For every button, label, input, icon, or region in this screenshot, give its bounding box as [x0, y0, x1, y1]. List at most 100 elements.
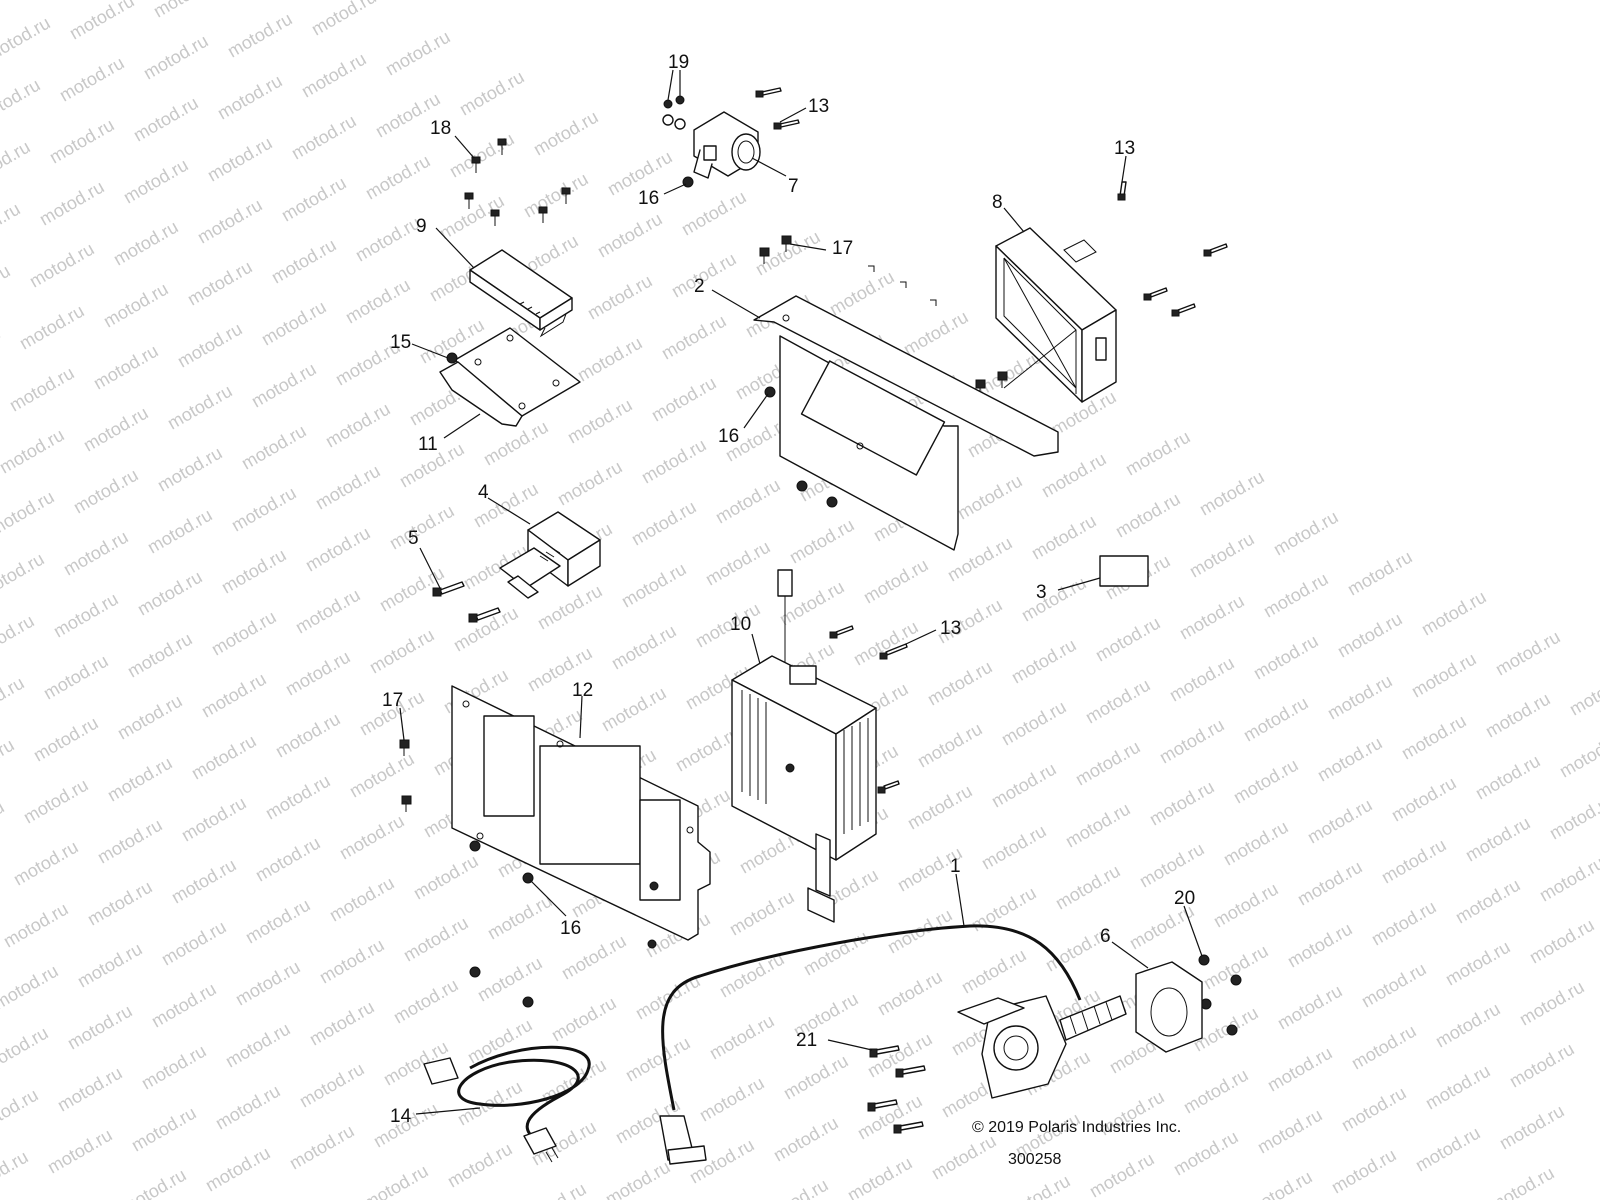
- watermark-text: motod.ru: [0, 323, 4, 376]
- watermark-text: motod.ru: [390, 975, 462, 1028]
- watermark-text: motod.ru: [124, 629, 196, 682]
- part-5-screws: [432, 581, 501, 623]
- watermark-text: motod.ru: [130, 93, 202, 146]
- watermark-text: motod.ru: [258, 297, 330, 350]
- watermark-text: motod.ru: [1536, 853, 1600, 906]
- watermark-text: motod.ru: [1122, 427, 1194, 480]
- callout-17-top: 17: [832, 238, 853, 259]
- watermark-text: motod.ru: [262, 771, 334, 824]
- watermark-text: motod.ru: [706, 1011, 778, 1064]
- watermark-text: motod.ru: [288, 111, 360, 164]
- watermark-text: motod.ru: [1328, 1145, 1400, 1198]
- watermark-text: motod.ru: [1472, 751, 1544, 804]
- watermark-text: motod.ru: [410, 851, 482, 904]
- watermark-text: motod.ru: [1270, 507, 1342, 560]
- watermark-text: motod.ru: [218, 545, 290, 598]
- watermark-text: motod.ru: [1250, 631, 1322, 684]
- watermark-text: motod.ru: [0, 797, 8, 850]
- watermark-text: motod.ru: [336, 811, 408, 864]
- watermark-text: motod.ru: [564, 395, 636, 448]
- watermark-text: motod.ru: [0, 899, 72, 952]
- watermark-text: motod.ru: [120, 155, 192, 208]
- watermark-text: motod.ru: [1284, 919, 1356, 972]
- callout-13-mid: 13: [940, 618, 961, 639]
- part-2-bracket-plate: [753, 265, 1059, 551]
- watermark-text: motod.ru: [1180, 1065, 1252, 1118]
- watermark-text: motod.ru: [302, 523, 374, 576]
- watermark-text: motod.ru: [0, 1023, 52, 1076]
- watermark-text: motod.ru: [860, 555, 932, 608]
- watermark-text: motod.ru: [1112, 489, 1184, 542]
- watermark-text: motod.ru: [228, 483, 300, 536]
- watermark-text: motod.ru: [56, 53, 128, 106]
- watermark-text: motod.ru: [0, 425, 68, 478]
- watermark-text: motod.ru: [308, 0, 380, 39]
- watermark-text: motod.ru: [1378, 835, 1450, 888]
- watermark-text: motod.ru: [1166, 653, 1238, 706]
- callout-19: 19: [668, 52, 689, 73]
- watermark-text: motod.ru: [0, 549, 48, 602]
- callout-3: 3: [1036, 582, 1047, 603]
- watermark-text: motod.ru: [168, 855, 240, 908]
- watermark-text: motod.ru: [26, 239, 98, 292]
- watermark-text: motod.ru: [1176, 591, 1248, 644]
- watermark-text: motod.ru: [366, 625, 438, 678]
- watermark-text: motod.ru: [84, 877, 156, 930]
- watermark-text: motod.ru: [292, 585, 364, 638]
- watermark-text: motod.ru: [204, 133, 276, 186]
- watermark-text: motod.ru: [128, 1103, 200, 1156]
- watermark-text: motod.ru: [1418, 587, 1490, 640]
- watermark-text: motod.ru: [574, 333, 646, 386]
- watermark-text: motod.ru: [134, 567, 206, 620]
- watermark-text: motod.ru: [74, 939, 146, 992]
- watermark-text: motod.ru: [658, 311, 730, 364]
- watermark-text: motod.ru: [554, 457, 626, 510]
- watermark-text: motod.ru: [1486, 1163, 1558, 1200]
- watermark-text: motod.ru: [1082, 675, 1154, 728]
- watermark-text: motod.ru: [164, 381, 236, 434]
- callout-16-low: 16: [560, 918, 581, 939]
- watermark-text: motod.ru: [10, 837, 82, 890]
- part-12-cover-plate: [451, 685, 711, 949]
- watermark-text: motod.ru: [1412, 1123, 1484, 1176]
- watermark-text: motod.ru: [800, 927, 872, 980]
- watermark-text: motod.ru: [618, 559, 690, 612]
- callout-1: 1: [950, 856, 961, 877]
- watermark-text: motod.ru: [208, 607, 280, 660]
- watermark-text: motod.ru: [446, 129, 518, 182]
- callout-21: 21: [796, 1030, 817, 1051]
- watermark-text: motod.ru: [36, 177, 108, 230]
- callout-8: 8: [992, 192, 1003, 213]
- watermark-text: motod.ru: [1008, 635, 1080, 688]
- watermark-text: motod.ru: [696, 1073, 768, 1126]
- watermark-text: motod.ru: [54, 1063, 126, 1116]
- watermark-text: motod.ru: [326, 873, 398, 926]
- watermark-text: motod.ru: [1136, 839, 1208, 892]
- watermark-text: motod.ru: [1348, 1021, 1420, 1074]
- watermark-text: motod.ru: [712, 475, 784, 528]
- watermark-text: motod.ru: [1196, 467, 1268, 520]
- watermark-text: motod.ru: [1052, 861, 1124, 914]
- watermark-text: motod.ru: [1496, 1101, 1568, 1154]
- watermark-text: motod.ru: [362, 151, 434, 204]
- watermark-text: motod.ru: [360, 1161, 432, 1200]
- watermark-text: motod.ru: [100, 279, 172, 332]
- watermark-text: motod.ru: [602, 1157, 674, 1200]
- watermark-text: motod.ru: [1556, 729, 1600, 782]
- watermark-text: motod.ru: [0, 1147, 32, 1200]
- watermark-text: motod.ru: [770, 1113, 842, 1166]
- watermark-text: motod.ru: [1260, 569, 1332, 622]
- watermark-text: motod.ru: [184, 257, 256, 310]
- watermark-text: motod.ru: [248, 359, 320, 412]
- watermark-text: motod.ru: [1338, 1083, 1410, 1136]
- copyright-notice: © 2019 Polaris Industries Inc.: [972, 1119, 1181, 1136]
- watermark-text: motod.ru: [622, 1033, 694, 1086]
- watermark-text: motod.ru: [0, 137, 34, 190]
- watermark-text: motod.ru: [648, 373, 720, 426]
- callout-12: 12: [572, 680, 593, 701]
- watermark-text: motod.ru: [826, 267, 898, 320]
- part-19-nuts: [662, 95, 686, 130]
- watermark-text: motod.ru: [94, 815, 166, 868]
- watermark-text: motod.ru: [484, 891, 556, 944]
